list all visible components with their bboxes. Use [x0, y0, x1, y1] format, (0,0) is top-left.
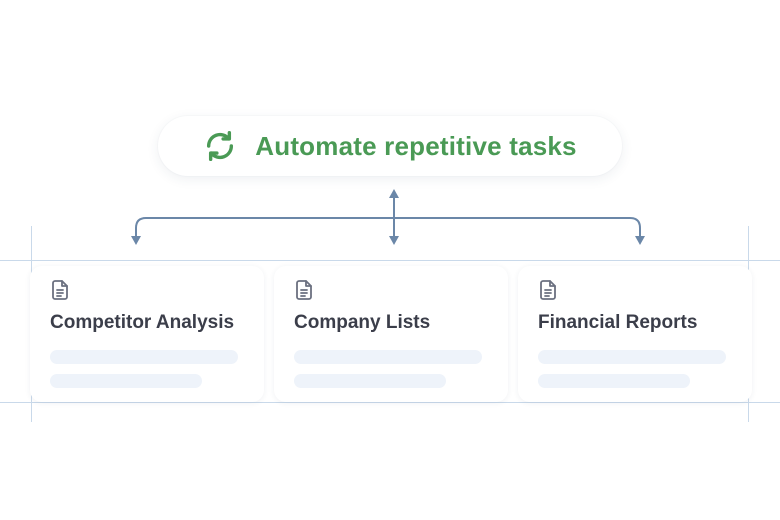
card-title: Competitor Analysis — [50, 312, 235, 333]
guide-line-bottom — [0, 402, 780, 403]
card-financial-reports[interactable]: Financial Reports — [518, 266, 752, 402]
document-icon — [296, 280, 312, 300]
card-title: Financial Reports — [538, 312, 698, 333]
placeholder-line — [538, 374, 690, 388]
placeholder-line — [50, 374, 202, 388]
placeholder-line — [50, 350, 238, 364]
card-title: Company Lists — [294, 312, 431, 333]
sync-icon — [207, 130, 234, 162]
card-company-lists[interactable]: Company Lists — [274, 266, 508, 402]
header-pill: Automate repetitive tasks — [158, 116, 622, 176]
arrow-down-left — [131, 236, 141, 245]
document-icon — [52, 280, 68, 300]
card-competitor-analysis[interactable]: Competitor Analysis — [30, 266, 264, 402]
arrow-down-center — [389, 236, 399, 245]
header-title: Automate repetitive tasks — [255, 130, 577, 161]
guide-line-top — [0, 260, 780, 261]
placeholder-line — [294, 350, 482, 364]
connector-bracket — [135, 217, 641, 237]
document-icon — [540, 280, 556, 300]
arrow-up-center — [389, 189, 399, 198]
placeholder-line — [294, 374, 446, 388]
placeholder-line — [538, 350, 726, 364]
arrow-down-right — [635, 236, 645, 245]
